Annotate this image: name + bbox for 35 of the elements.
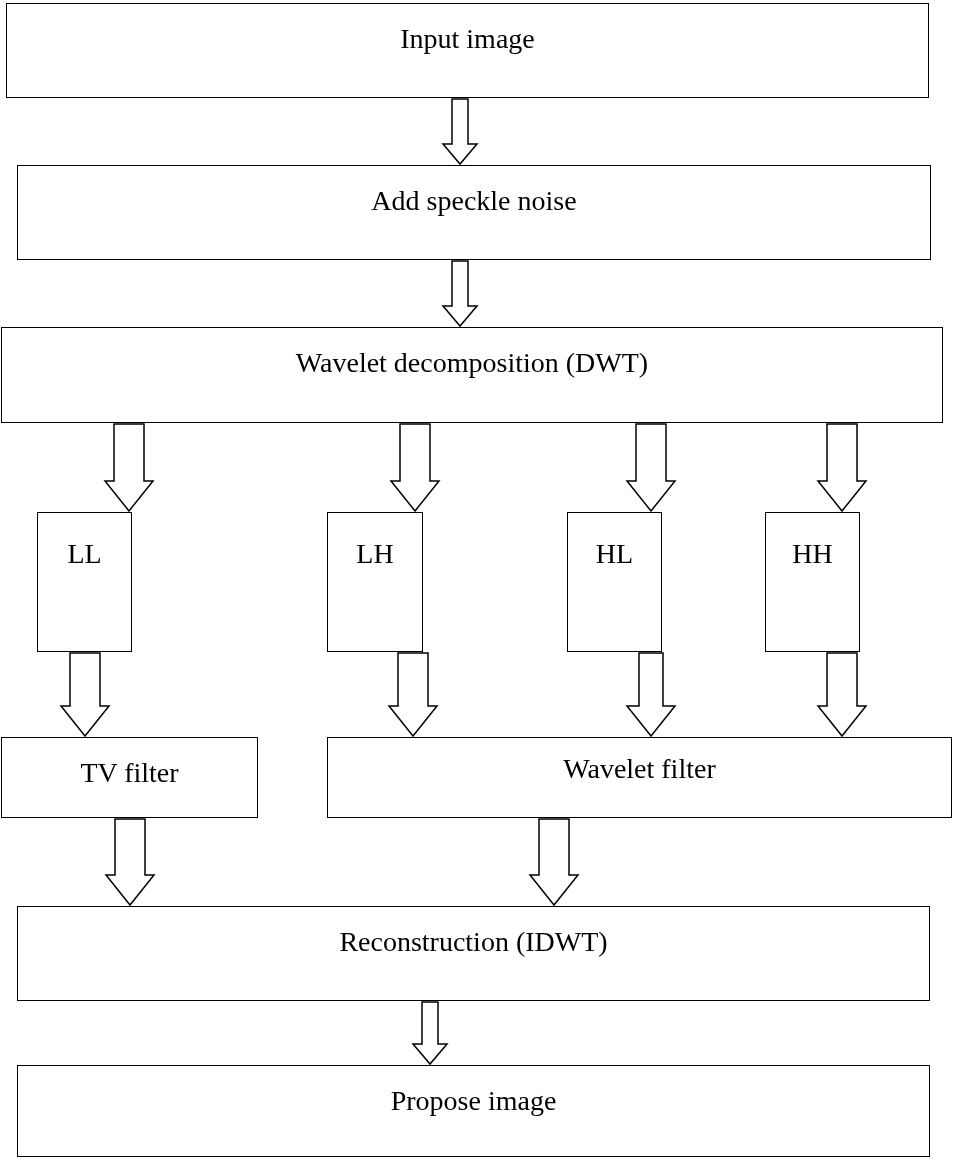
block-arrow (389, 423, 441, 513)
block-arrow (411, 1001, 449, 1066)
process-box (17, 165, 931, 260)
block-arrow (441, 98, 479, 166)
process-box (327, 737, 952, 818)
box-label: LH (356, 537, 394, 571)
block-arrow (625, 423, 677, 513)
process-box (765, 512, 860, 652)
box-label: Propose image (390, 1084, 557, 1118)
box-label: HL (595, 537, 634, 571)
block-arrow (59, 652, 111, 738)
box-label: Reconstruction (IDWT) (339, 925, 608, 959)
block-arrow (441, 260, 479, 328)
process-box (1, 327, 943, 423)
block-arrow (816, 652, 868, 738)
block-arrow (816, 423, 868, 513)
process-box (567, 512, 662, 652)
box-label: LL (67, 537, 102, 571)
box-label: Wavelet filter (563, 752, 716, 786)
box-label: Wavelet decomposition (DWT) (295, 346, 649, 380)
process-box (1, 737, 258, 818)
process-box (17, 906, 930, 1001)
block-arrow (528, 818, 580, 907)
process-box (37, 512, 132, 652)
block-arrow (625, 652, 677, 738)
block-arrow (103, 423, 155, 513)
box-label: Input image (400, 22, 535, 56)
block-arrow (104, 818, 156, 907)
box-label: HH (792, 537, 833, 571)
box-label: TV filter (80, 756, 179, 790)
block-arrow (387, 652, 439, 738)
process-box (6, 3, 929, 98)
process-box (17, 1065, 930, 1157)
box-label: Add speckle noise (371, 184, 577, 218)
process-box (327, 512, 423, 652)
